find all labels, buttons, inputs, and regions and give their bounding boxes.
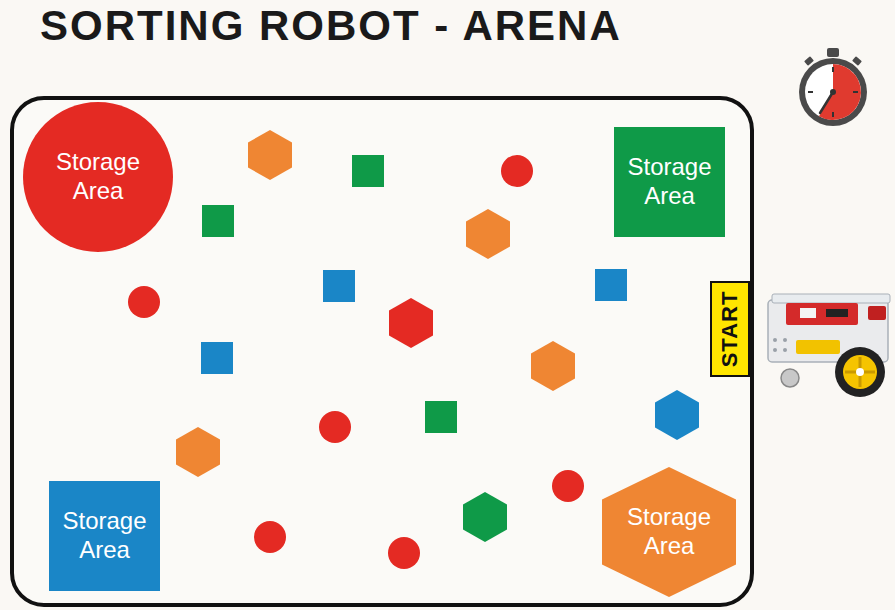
red-circle [388,537,420,569]
storage-square: Storage Area [614,127,725,237]
storage-label: Storage Area [55,507,155,565]
stopwatch-button [852,56,862,66]
stopwatch-sector [819,64,861,120]
robot-chip [826,309,848,317]
blue-hexagon [655,390,699,440]
stopwatch-ring [799,58,867,126]
stopwatch-face [805,64,861,120]
storage-label: Storage Area [619,503,719,561]
red-circle [552,470,584,502]
storage-hexagon: Storage Area [602,467,736,597]
stopwatch-tick [808,91,813,93]
orange-hexagon [466,209,510,259]
stopwatch-tick [832,112,834,117]
robot-top-plate [772,294,890,303]
orange-hexagon [248,130,292,180]
arena-border [12,98,752,605]
red-circle [128,286,160,318]
start-tag: START [710,281,750,377]
green-square [352,155,384,187]
robot-tire [835,347,885,397]
green-hexagon [463,492,507,542]
robot-chip [800,308,816,318]
stopwatch-tick [832,67,834,72]
robot-motor [796,340,840,354]
storage-hexagon-shape [602,467,736,597]
robot-illustration [768,294,890,397]
blue-square [323,270,355,302]
storage-label: Storage Area [620,153,720,211]
robot-hole [783,338,787,342]
robot-hole [773,348,777,352]
start-label: START [719,291,741,368]
storage-square: Storage Area [49,481,160,591]
blue-square [595,269,627,301]
orange-hexagon [531,341,575,391]
stopwatch-tick [853,91,858,93]
robot-caster [781,369,799,387]
stopwatch-hand [820,92,833,113]
stopwatch-button [804,56,814,66]
red-hexagon [389,298,433,348]
robot-hole [783,348,787,352]
green-square [202,205,234,237]
orange-hexagon [176,427,220,477]
robot-hole [773,338,777,342]
stopwatch-icon [799,48,867,126]
storage-circle-shape [23,102,173,252]
robot-hub [856,368,864,376]
red-circle [319,411,351,443]
red-circle [501,155,533,187]
stopwatch-pivot [830,89,836,95]
red-circle [254,521,286,553]
green-square [425,401,457,433]
page-title: SORTING ROBOT - ARENA [40,5,622,47]
blue-square [201,342,233,374]
robot-wheel [843,355,877,389]
storage-label: Storage Area [38,148,158,206]
robot-board [786,303,858,325]
robot-sensor [868,306,886,320]
storage-circle: Storage Area [23,102,173,252]
stopwatch-knob [827,48,839,57]
